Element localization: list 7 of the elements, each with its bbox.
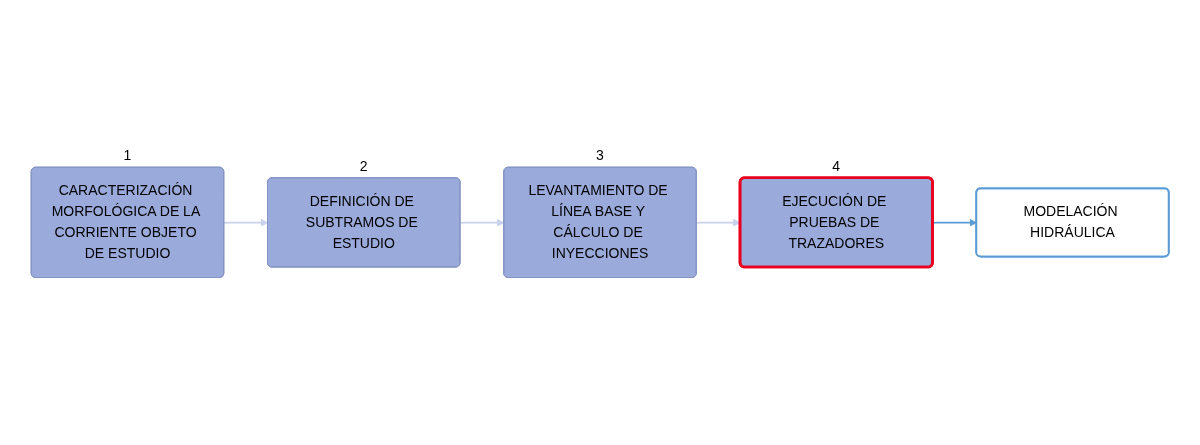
arrow <box>223 218 269 227</box>
arrow <box>695 218 741 227</box>
step-number: 2 <box>359 157 368 174</box>
step-number: 3 <box>596 147 604 164</box>
arrow <box>459 218 505 227</box>
step-number: 4 <box>832 157 841 174</box>
step-number: 1 <box>123 147 132 164</box>
